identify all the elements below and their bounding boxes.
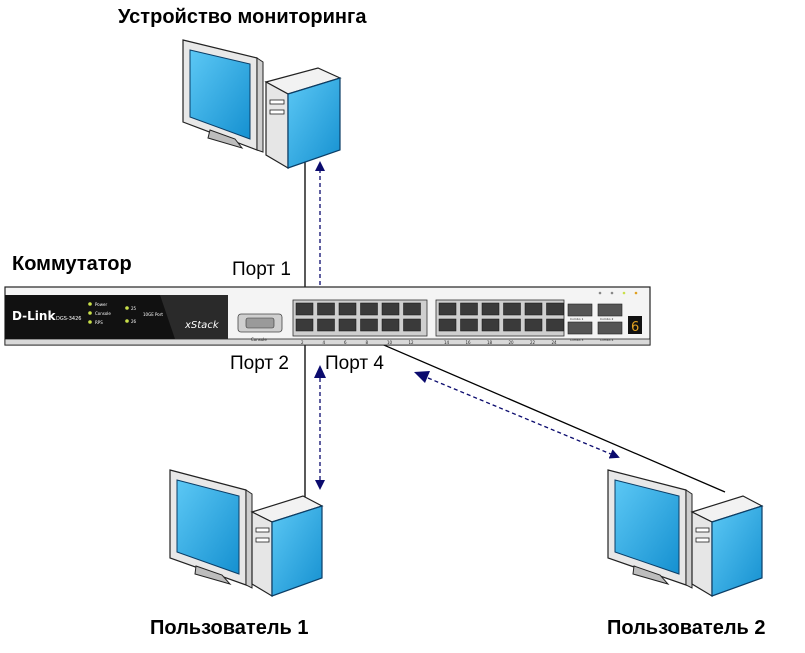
svg-text:Combo 2: Combo 2 [600,317,614,321]
rj45-port [360,318,378,332]
svg-text:Console: Console [95,311,111,316]
port-number-label: 22 [530,340,536,345]
rj45-port [295,302,314,316]
rj45-port [317,318,335,332]
ethernet-ports [295,302,564,332]
rj45-port [403,302,421,316]
rj45-port [524,318,543,332]
svg-text:10GE Port: 10GE Port [143,312,163,317]
monitoring-device-label: Устройство мониторинга [118,6,367,28]
rj45-port [438,302,457,316]
user-1-computer [169,469,324,598]
svg-text:RPS: RPS [95,320,103,325]
rj45-port [503,302,521,316]
series-label: xStack [184,320,220,331]
pc-tower-icon [250,495,324,598]
stack-id-display: 6 [628,316,642,335]
combo-ports: Combo 1 Combo 2 Combo 3 Combo 4 [567,303,623,342]
status-leds: Power Console RPS 25 26 10GE Port [88,302,163,325]
svg-text:25: 25 [131,306,137,311]
rj45-port [481,302,500,316]
rj45-port [381,318,400,332]
rj45-port [403,318,421,332]
port-number-label: 16 [466,340,472,345]
rj45-port [460,318,478,332]
console-port: Console [237,313,283,342]
user-2-computer [607,469,764,598]
port-4-label: Порт 4 [325,353,384,374]
rj45-port [295,318,314,332]
svg-text:Console: Console [251,337,267,342]
pc-tower-icon [264,67,342,170]
svg-text:6: 6 [631,320,639,335]
svg-text:Power: Power [95,302,107,307]
port-number-label: 10 [387,340,393,345]
port-number-label: 8 [366,340,369,345]
svg-text:Combo 1: Combo 1 [570,317,584,321]
rj45-port [338,318,357,332]
rj45-port [503,318,521,332]
monitoring-device-computer [182,39,342,170]
pc-tower-icon [690,495,764,598]
monitor-icon [169,469,253,589]
rj45-port [481,318,500,332]
port-number-label: 20 [509,340,515,345]
brand-logo: D-Link [12,309,56,323]
rj45-port [360,302,378,316]
arrowhead-user2-back [414,371,430,383]
model-label: DGS-3426 [56,316,81,322]
svg-text:26: 26 [131,319,137,324]
port-1-label: Порт 1 [232,259,291,280]
rj45-port [460,302,478,316]
monitor-icon [182,39,264,153]
svg-text:Combo 4: Combo 4 [600,338,614,342]
rj45-port [438,318,457,332]
network-switch: D-Link DGS-3426 xStack Power Console RPS… [4,286,651,346]
monitor-icon [607,469,693,589]
port-number-label: 4 [323,340,326,345]
rj45-port [524,302,543,316]
traffic-arrow-user2 [427,377,620,459]
user-1-label: Пользователь 1 [150,617,309,639]
link-user2-port4 [341,326,726,493]
rj45-port [546,302,564,316]
port-number-label: 2 [301,340,304,345]
rj45-port [546,318,564,332]
top-status-leds [598,291,638,295]
user-2-label: Пользователь 2 [607,617,766,639]
switch-label: Коммутатор [12,253,132,275]
rj45-port [338,302,357,316]
rj45-port [317,302,335,316]
port-number-label: 14 [444,340,450,345]
port-number-label: 12 [409,340,415,345]
arrowhead-user1-up [314,365,326,378]
port-number-label: 6 [344,340,347,345]
rj45-port [381,302,400,316]
port-number-label: 18 [487,340,493,345]
port-2-label: Порт 2 [230,353,289,374]
svg-text:Combo 3: Combo 3 [570,338,584,342]
port-number-label: 24 [552,340,558,345]
